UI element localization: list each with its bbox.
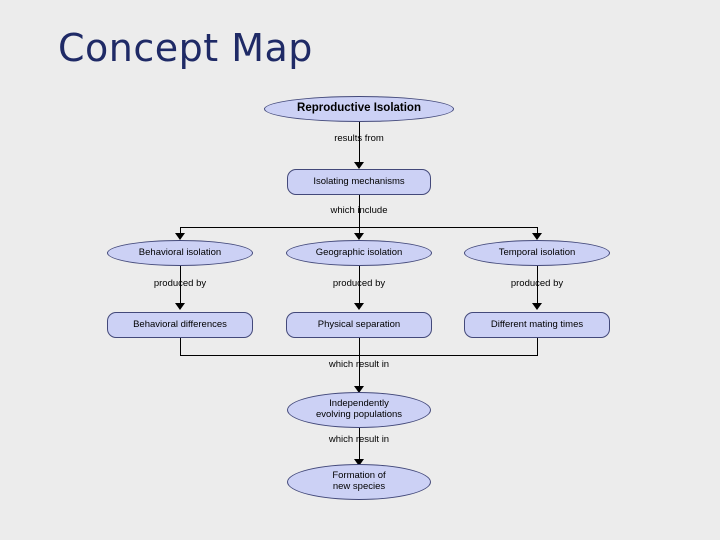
- node-behavioral-isolation[interactable]: Behavioral isolation: [107, 240, 253, 266]
- connector-line-2-center: [359, 227, 360, 236]
- connector-line-3-right: [537, 266, 538, 305]
- connector-arrow-1: [354, 162, 364, 169]
- connector-arrow-2-right: [532, 233, 542, 240]
- connector-label-produced-by-left: produced by: [153, 278, 207, 289]
- connector-line-3-left: [180, 266, 181, 305]
- connector-line-4-center: [359, 338, 360, 356]
- node-physical-separation-label: Physical separation: [317, 318, 401, 330]
- connector-line-4-left: [180, 338, 181, 356]
- node-reproductive-isolation[interactable]: Reproductive Isolation: [264, 96, 454, 122]
- node-temporal-isolation[interactable]: Temporal isolation: [464, 240, 610, 266]
- node-formation-of-new-species[interactable]: Formation of new species: [287, 464, 431, 500]
- node-formation-of-new-species-label: Formation of new species: [332, 470, 386, 492]
- connector-arrow-2-left: [175, 233, 185, 240]
- connector-arrow-3-right: [532, 303, 542, 310]
- node-isolating-mechanisms-label: Isolating mechanisms: [313, 175, 405, 187]
- node-behavioral-differences[interactable]: Behavioral differences: [107, 312, 253, 338]
- page-title: Concept Map: [58, 26, 313, 70]
- connector-arrow-3-center: [354, 303, 364, 310]
- connector-arrow-5: [354, 386, 364, 393]
- connector-line-4-right: [537, 338, 538, 356]
- node-independently-evolving-populations[interactable]: Independently evolving populations: [287, 392, 431, 428]
- connector-label-which-result-in-lower: which result in: [328, 434, 390, 445]
- connector-label-produced-by-center: produced by: [332, 278, 386, 289]
- node-reproductive-isolation-label: Reproductive Isolation: [297, 102, 421, 115]
- node-physical-separation[interactable]: Physical separation: [286, 312, 432, 338]
- connector-line-1: [359, 122, 360, 164]
- connector-line-6: [359, 428, 360, 461]
- node-different-mating-times[interactable]: Different mating times: [464, 312, 610, 338]
- node-geographic-isolation-label: Geographic isolation: [315, 246, 403, 258]
- node-different-mating-times-label: Different mating times: [490, 318, 584, 330]
- connector-label-results-from: results from: [334, 133, 384, 144]
- node-behavioral-differences-label: Behavioral differences: [133, 318, 227, 330]
- node-independently-evolving-populations-label: Independently evolving populations: [315, 398, 403, 420]
- node-geographic-isolation[interactable]: Geographic isolation: [286, 240, 432, 266]
- node-behavioral-isolation-label: Behavioral isolation: [138, 246, 222, 258]
- connector-line-2-right: [537, 227, 538, 236]
- connector-arrow-2-center: [354, 233, 364, 240]
- connector-line-2-left: [180, 227, 181, 236]
- connector-label-which-include: which include: [330, 205, 388, 216]
- node-isolating-mechanisms[interactable]: Isolating mechanisms: [287, 169, 431, 195]
- connector-label-produced-by-right: produced by: [510, 278, 564, 289]
- connector-label-which-result-in-upper: which result in: [328, 359, 390, 370]
- connector-arrow-6: [354, 459, 364, 466]
- connector-line-5: [359, 355, 360, 388]
- connector-arrow-3-left: [175, 303, 185, 310]
- connector-line-3-center: [359, 266, 360, 305]
- connector-line-2: [359, 195, 360, 228]
- node-temporal-isolation-label: Temporal isolation: [498, 246, 576, 258]
